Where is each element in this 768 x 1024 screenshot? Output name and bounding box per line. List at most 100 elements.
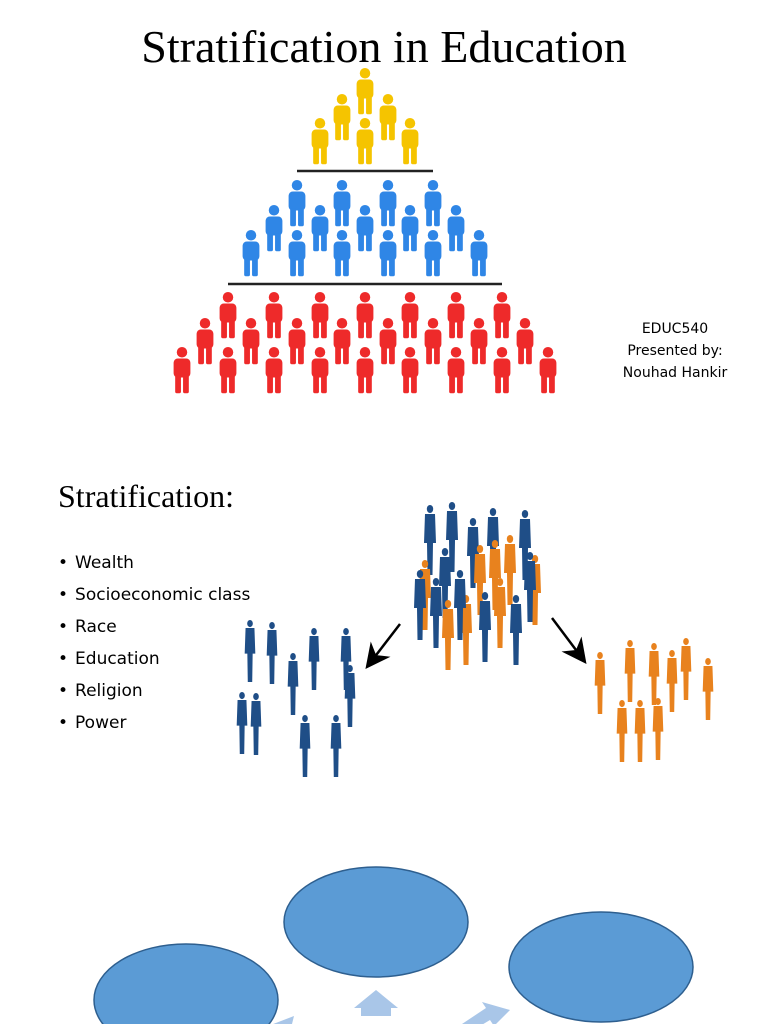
- list-item: Power: [58, 710, 250, 742]
- person-icon: [242, 318, 260, 365]
- person-silhouette: [487, 508, 499, 578]
- person-icon: [447, 292, 465, 339]
- person-icon: [288, 180, 306, 227]
- person-icon: [424, 180, 442, 227]
- person-icon: [333, 318, 351, 365]
- slide-stratification: Stratification: Wealth Socioeconomic cla…: [0, 460, 768, 820]
- person-icon: [379, 94, 397, 141]
- person-icon: [333, 180, 351, 227]
- person-silhouette: [344, 665, 356, 727]
- person-silhouette: [414, 570, 426, 640]
- person-icon: [447, 347, 465, 394]
- person-silhouette: [287, 653, 299, 715]
- person-icon: [265, 292, 283, 339]
- person-icon: [356, 118, 374, 165]
- person-silhouette: [616, 700, 628, 762]
- diagram-bubble: [93, 943, 279, 1024]
- person-icon: [242, 230, 260, 277]
- person-icon: [173, 347, 191, 394]
- person-icon: [401, 347, 419, 394]
- person-silhouette: [519, 510, 531, 580]
- list-item: Socioeconomic class: [58, 582, 250, 614]
- person-icon: [333, 230, 351, 277]
- person-silhouette: [424, 505, 436, 575]
- person-icon: [424, 318, 442, 365]
- person-silhouette: [299, 715, 311, 777]
- presented-by-label: Presented by:: [627, 343, 723, 359]
- presenter-name: Nouhad Hankir: [622, 365, 728, 381]
- person-icon: [401, 118, 419, 165]
- person-silhouette: [236, 692, 248, 754]
- person-icon: [265, 347, 283, 394]
- person-silhouette: [479, 592, 491, 662]
- person-icon: [196, 318, 214, 365]
- person-silhouette: [594, 652, 606, 714]
- person-icon: [379, 180, 397, 227]
- diagram-bubble: [283, 866, 469, 978]
- person-icon: [288, 318, 306, 365]
- up-arrow-icon: [354, 990, 398, 1016]
- person-silhouette: [524, 552, 536, 622]
- person-icon: [311, 347, 329, 394]
- person-icon: [311, 292, 329, 339]
- person-icon: [401, 292, 419, 339]
- person-icon: [493, 292, 511, 339]
- slide-title-heading: Stratification in Education: [141, 21, 627, 72]
- list-item: Wealth: [58, 550, 250, 582]
- stratification-heading: Stratification:: [58, 478, 234, 514]
- person-silhouette: [494, 578, 506, 648]
- list-item: Education: [58, 646, 250, 678]
- person-silhouette: [510, 595, 522, 665]
- list-item: Race: [58, 614, 250, 646]
- arrow-fragment-icon: [273, 1016, 294, 1024]
- person-silhouette: [266, 622, 278, 684]
- person-icon: [447, 205, 465, 252]
- person-icon: [219, 347, 237, 394]
- cycle-diagram: [93, 866, 694, 1024]
- person-silhouette: [680, 638, 692, 700]
- person-silhouette: [474, 545, 486, 615]
- person-icon: [424, 230, 442, 277]
- person-silhouette: [652, 698, 664, 760]
- diagonal-arrow-icon: [462, 1002, 510, 1024]
- person-icon: [288, 230, 306, 277]
- person-icon: [311, 118, 329, 165]
- person-silhouette: [489, 540, 501, 610]
- person-icon: [265, 205, 283, 252]
- course-code: EDUC540: [641, 321, 709, 337]
- list-item: Religion: [58, 678, 250, 710]
- person-icon: [356, 347, 374, 394]
- person-icon: [379, 318, 397, 365]
- slide-diagram: [0, 850, 768, 1024]
- person-icon: [470, 230, 488, 277]
- person-silhouette: [648, 643, 660, 705]
- person-silhouette: [430, 578, 442, 648]
- person-icon: [516, 318, 534, 365]
- stratification-pyramid-illustration: [173, 68, 557, 394]
- person-icon: [493, 347, 511, 394]
- person-silhouette: [250, 693, 262, 755]
- person-silhouette: [467, 518, 479, 588]
- person-silhouette: [330, 715, 342, 777]
- person-silhouette: [340, 628, 352, 690]
- person-icon: [219, 292, 237, 339]
- person-icon: [356, 205, 374, 252]
- person-icon: [539, 347, 557, 394]
- person-icon: [356, 292, 374, 339]
- person-silhouette: [446, 502, 458, 572]
- person-silhouette: [244, 620, 256, 682]
- person-silhouette: [504, 535, 516, 605]
- presenter-info: EDUC540 Presented by: Nouhad Hankir: [600, 318, 750, 384]
- stratification-factors-list: Wealth Socioeconomic class Race Educatio…: [58, 550, 250, 742]
- person-silhouette: [454, 570, 466, 640]
- person-icon: [356, 68, 374, 115]
- person-icon: [333, 94, 351, 141]
- person-silhouette: [439, 548, 451, 618]
- diagram-bubble: [508, 911, 694, 1023]
- person-silhouette: [634, 700, 646, 762]
- slide-title: Stratification in Education EDUC540 Pres…: [0, 0, 768, 410]
- person-icon: [470, 318, 488, 365]
- person-silhouette: [442, 600, 454, 670]
- person-silhouette: [624, 640, 636, 702]
- person-silhouette: [666, 650, 678, 712]
